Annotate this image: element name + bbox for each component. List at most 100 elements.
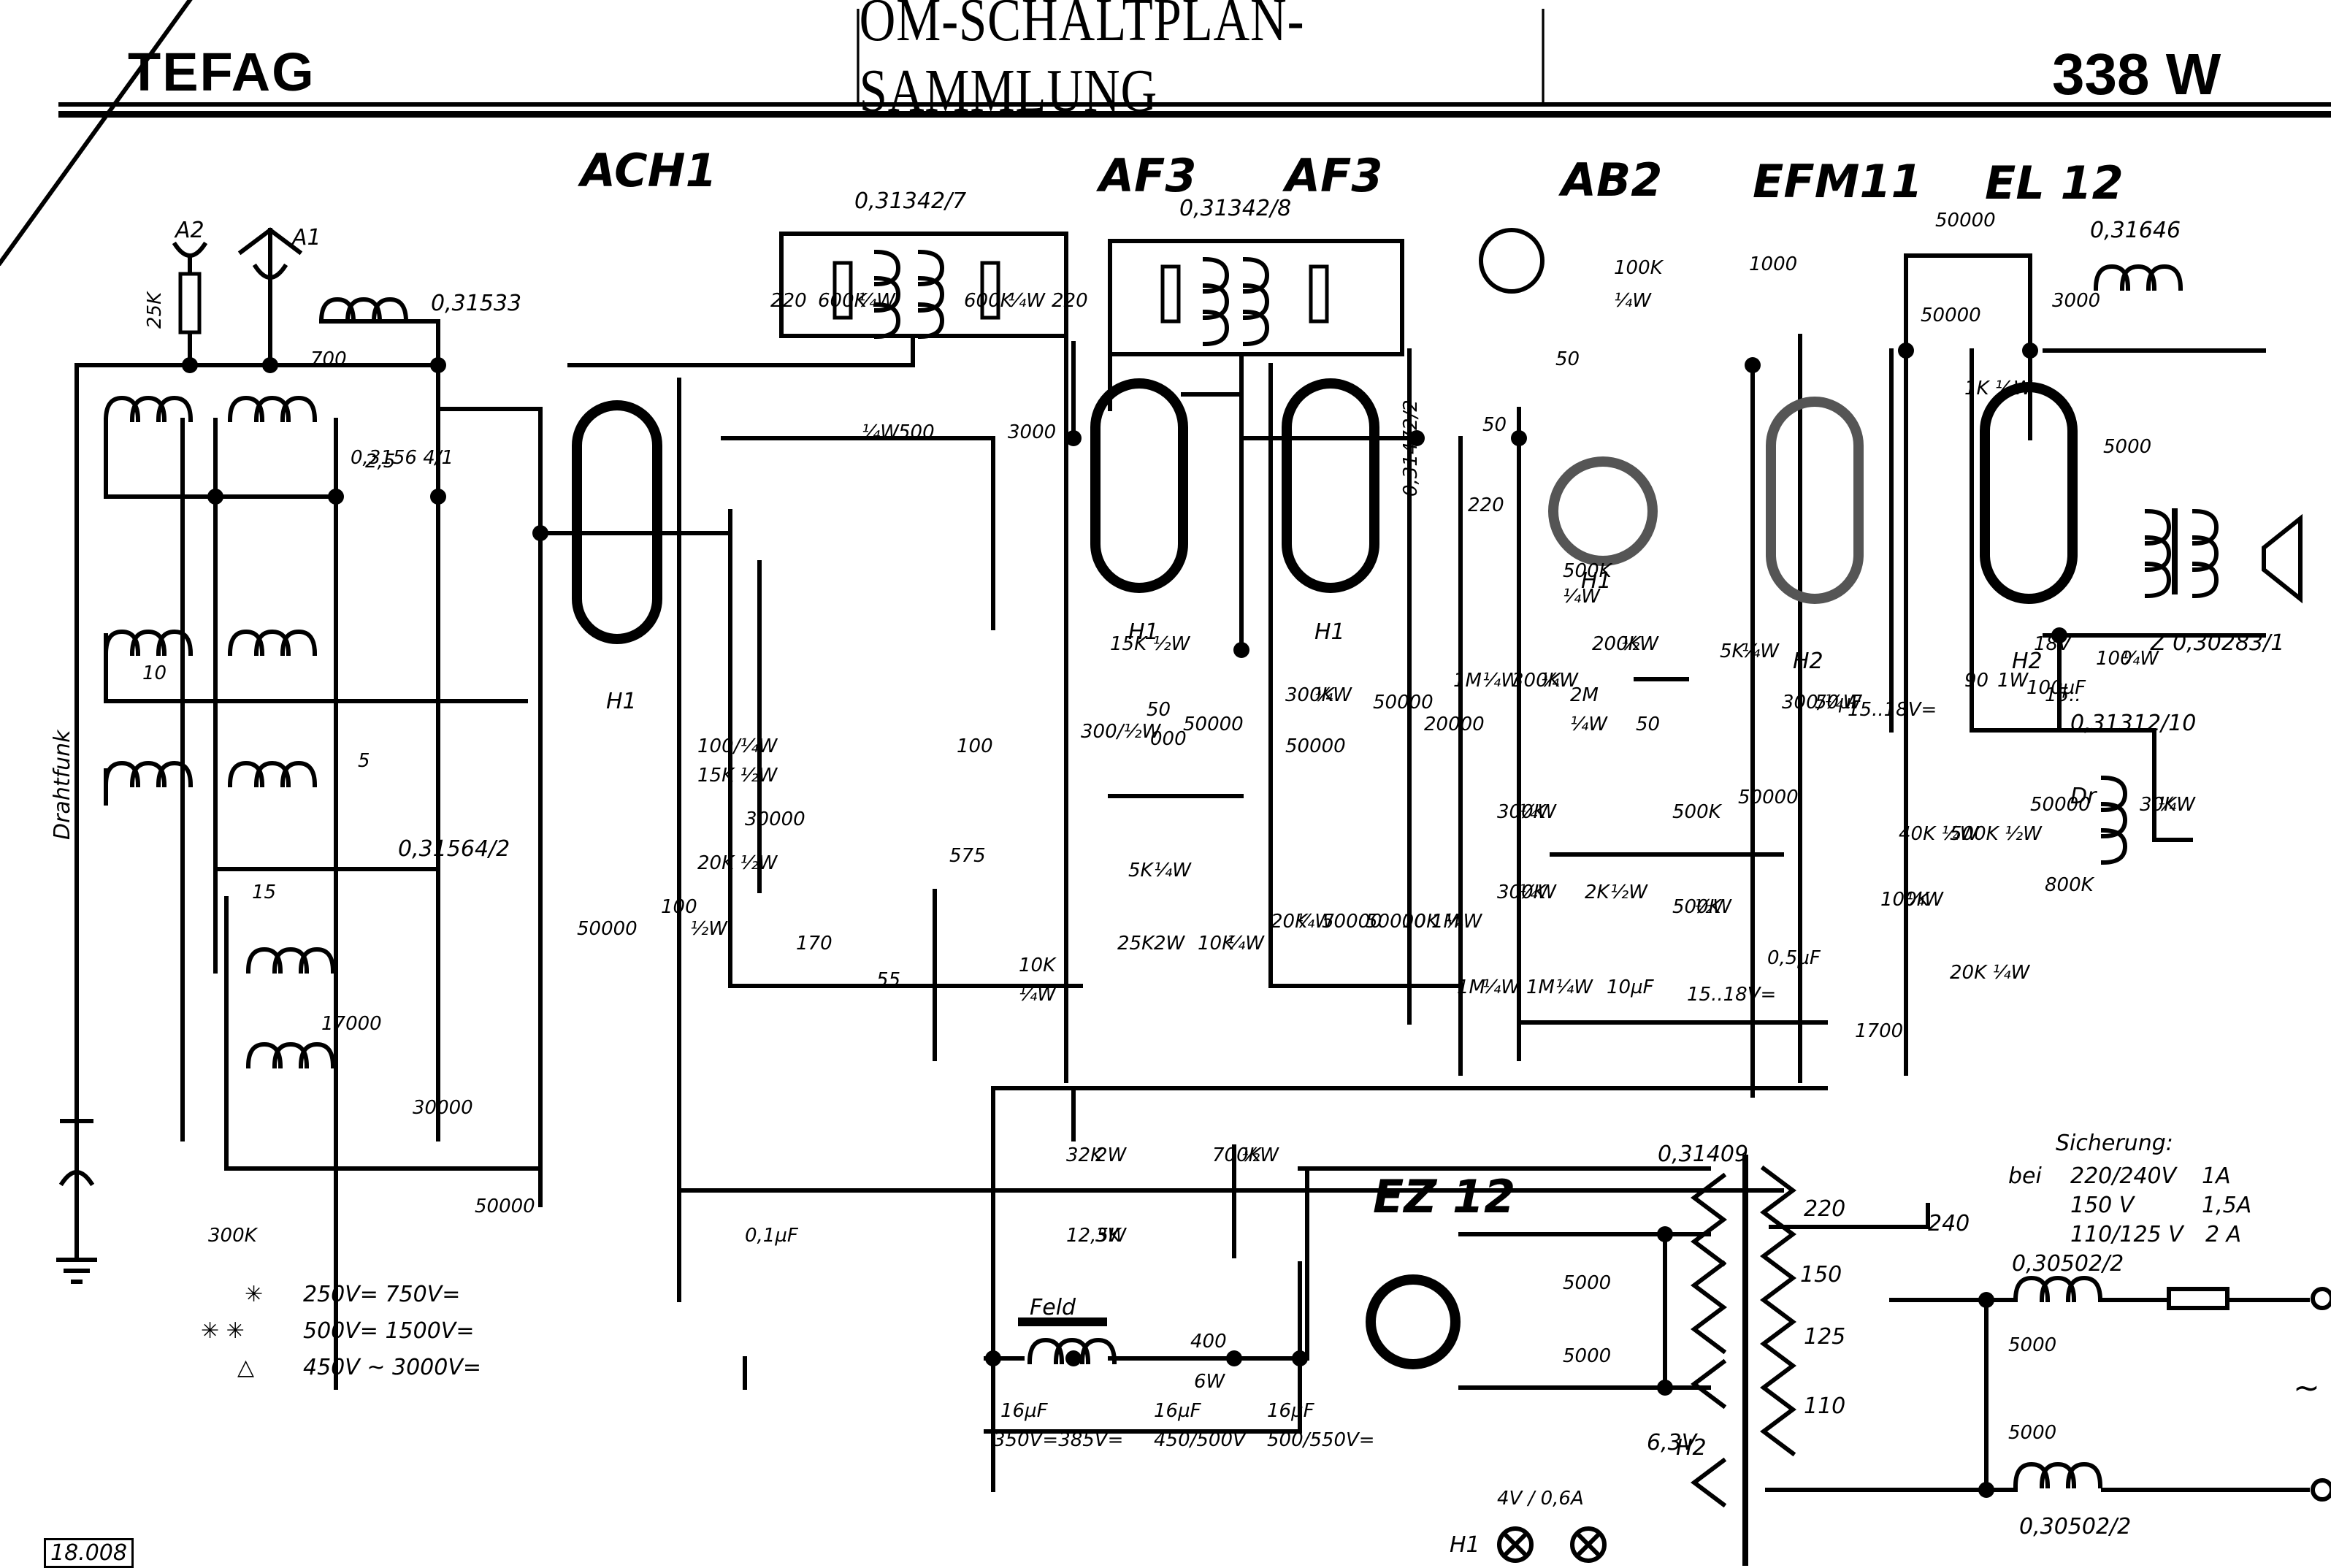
component-value-label: 700K [1212, 1144, 1263, 1166]
component-value-label: 6W [1194, 1371, 1226, 1393]
if1-label: 0,31342/7 [854, 188, 966, 214]
junction-dot [1065, 1350, 1082, 1366]
coil [230, 763, 315, 785]
junction-dot [2022, 343, 2038, 359]
component-value-label: ¼W [1482, 976, 1520, 998]
el12-heater: H2 [2012, 649, 2043, 674]
header-rule [58, 102, 2331, 107]
antenna-a1 [237, 227, 303, 367]
junction-dot [1898, 343, 1914, 359]
component-value-label: 15 [252, 881, 276, 903]
component-value-label: ¼W [1742, 640, 1780, 662]
component-value-label: 500 [898, 421, 935, 443]
component-value-label: 1W [1997, 670, 2029, 692]
component-value-label: 1M [1457, 976, 1485, 998]
component-value-label: 32K [1066, 1144, 1104, 1166]
legend-text: 250V= 750V= [303, 1282, 460, 1307]
component-value-label: 500/550V= [1267, 1429, 1375, 1451]
component-value-label: ¼W [1614, 290, 1652, 312]
pickup-jack-icon [1479, 228, 1545, 294]
af3-2-heater: H1 [1314, 619, 1345, 645]
tap-150: 150 [1800, 1262, 1842, 1288]
component-value-label: ¼W [1227, 933, 1265, 955]
tube-label-ab2: AB2 [1558, 153, 1662, 207]
if-transformer-2 [1108, 239, 1404, 356]
component-value-label: 10 [142, 662, 166, 684]
component-value-label: 16µF [1154, 1400, 1202, 1422]
component-value-label: 1M [1431, 911, 1460, 933]
lamps-rating: 4V / 0,6A [1497, 1488, 1584, 1510]
component-value-label: ¼W [858, 290, 896, 312]
coil [230, 632, 315, 654]
component-value-label: ¼W [1906, 889, 1944, 911]
component-value-label: 600K [818, 290, 868, 312]
component-value-label: 20K ½W [697, 852, 778, 874]
output-transformer-secondary [2194, 511, 2216, 596]
tube-efm11 [1766, 397, 1864, 604]
component-value-label: 350V=385V= [993, 1429, 1123, 1451]
component-value-label: 20000 [1424, 714, 1485, 735]
component-value-label: ¼W [1555, 976, 1593, 998]
mains-choke-bottom-label: 0,30502/2 [2019, 1514, 2131, 1540]
component-value-label: ¼W [1519, 801, 1557, 823]
tap-240: 240 [1928, 1211, 1970, 1236]
component-value-label: 50000 [2030, 794, 2091, 816]
pilot-lamp-icon [1497, 1526, 1534, 1563]
component-value-label: 5K [1720, 640, 1746, 662]
tube-ach1 [572, 400, 662, 644]
component-value-label: 300K [1497, 801, 1547, 823]
component-value-label: 300K [1512, 670, 1562, 692]
junction-dot [1292, 1350, 1308, 1366]
junction-dot [328, 489, 344, 505]
if-transformer-1 [779, 232, 1068, 337]
component-value-label: 30000 [413, 1097, 473, 1119]
coil-label-input: 0,3156 4/1 [351, 447, 453, 469]
mains-choke-top-label: 0,30502/2 [2012, 1251, 2124, 1277]
component-value-label: 2,5 [365, 451, 395, 473]
component-value-label: 50000 [577, 918, 638, 940]
component-value-label: ¼W [1019, 984, 1057, 1006]
component-value-label: 100K [1880, 889, 1931, 911]
tube-label-efm11: EFM11 [1753, 155, 1923, 208]
tube-label-af3-2: AF3 [1282, 149, 1382, 202]
junction-dot [1745, 357, 1761, 373]
component-value-label: ½W [1610, 881, 1648, 903]
tube-label-ach1: ACH1 [577, 144, 717, 197]
junction-dot [1657, 1226, 1673, 1242]
speaker-icon [2262, 513, 2303, 604]
legend-text: 500V= 1500V= [303, 1318, 474, 1344]
component-value-label: 50000 [1183, 714, 1244, 735]
component-value-label: 30000 [745, 808, 805, 830]
antenna-a2 [0, 0, 208, 367]
tube-label-ez12: EZ 12 [1373, 1170, 1515, 1223]
drahtfunk-label: Drahtfunk [50, 729, 75, 840]
component-value-label: 400 [1190, 1331, 1227, 1353]
tube-af3-1 [1090, 378, 1188, 593]
junction-dot [430, 489, 446, 505]
component-value-label: ½W [1241, 1144, 1279, 1166]
tone-choke-label: 0,31312/10 [2070, 711, 2196, 736]
h2-label: H2 [1676, 1435, 1707, 1461]
component-value-label: 3000 [1008, 421, 1056, 443]
component-value-label: 0,5µF [1767, 947, 1821, 969]
component-value-label: 220 [1468, 494, 1504, 516]
legend-text: 450V ~ 3000V= [303, 1355, 481, 1380]
tube-label-el12: EL 12 [1985, 156, 2124, 210]
component-value-label: 16µF [1267, 1400, 1315, 1422]
component-value-label: 15..18V= [1848, 699, 1937, 721]
component-value-label: ¼W [1570, 714, 1608, 735]
component-value-label: 50µF [1815, 692, 1863, 714]
ab2-heater: H1 [1581, 568, 1612, 594]
choke-out-label: 0,31646 [2090, 218, 2181, 243]
coil [106, 763, 191, 785]
fuse-icon [2167, 1287, 2229, 1310]
component-value-label: 300K [1497, 881, 1547, 903]
component-value-label: ¼W [1563, 586, 1601, 608]
tube-ab2 [1548, 456, 1658, 566]
junction-dot [1978, 1292, 1994, 1308]
legend-symbol: ✳ [245, 1282, 263, 1307]
efm11-heater: H2 [1793, 649, 1823, 674]
component-value-label: 300/¼W [1782, 692, 1863, 714]
component-value-label: ¼W [1154, 860, 1192, 881]
component-value-label: ¼W [1008, 290, 1046, 312]
